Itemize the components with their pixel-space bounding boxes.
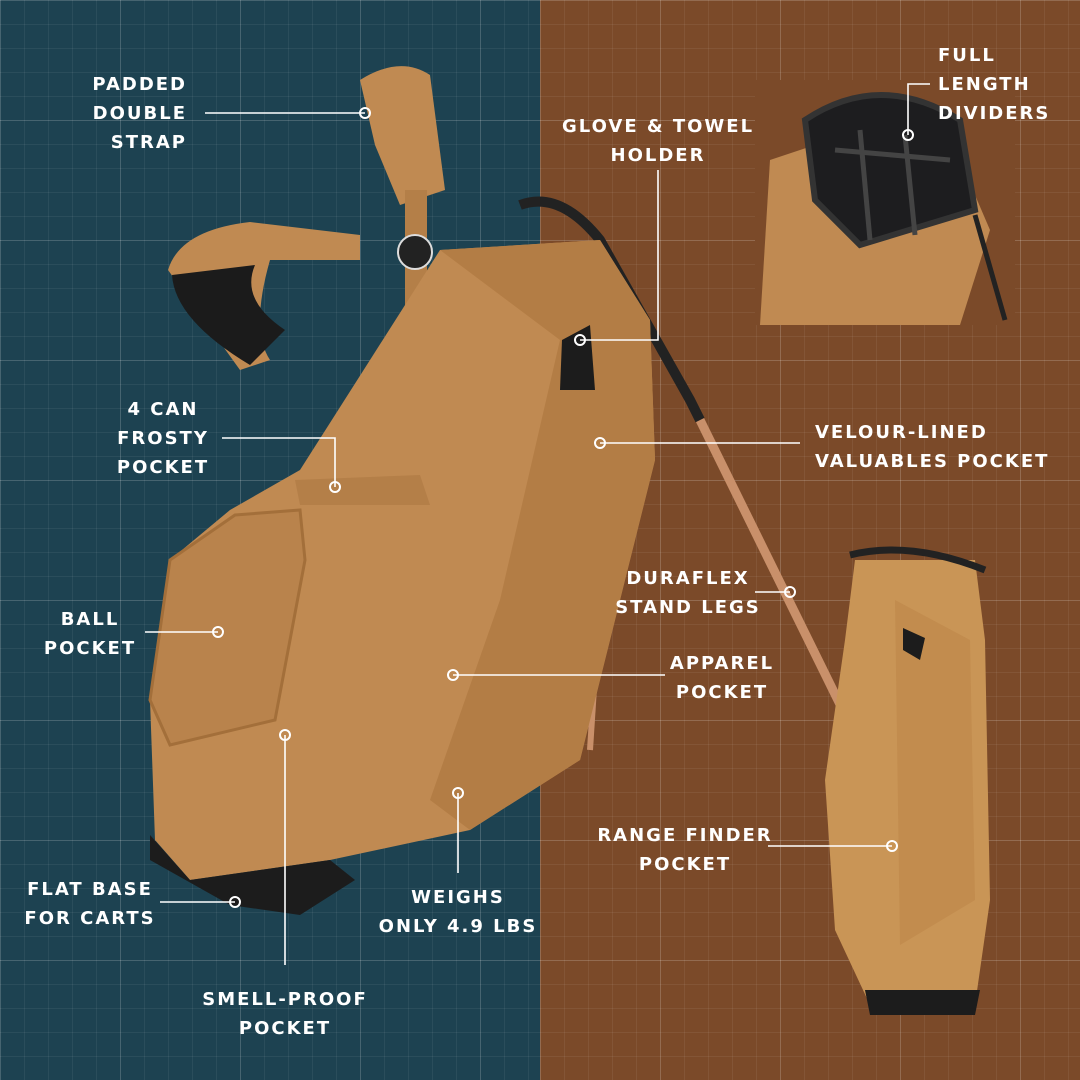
callout-apparel-pocket: APPAREL POCKET — [670, 649, 774, 707]
frosty-pocket-panel — [295, 475, 430, 505]
callout-stand-legs: DURAFLEX STAND LEGS — [615, 564, 761, 622]
callout-line: FULL — [938, 45, 996, 66]
callout-smell-proof-pocket: SMELL-PROOF POCKET — [202, 985, 368, 1043]
callout-range-finder-pocket: RANGE FINDER POCKET — [597, 821, 772, 879]
callout-line: POCKET — [638, 854, 732, 875]
callout-line: POCKET — [116, 457, 210, 478]
callout-weight: WEIGHS ONLY 4.9 LBS — [379, 883, 538, 941]
callout-line: GLOVE & TOWEL — [561, 116, 755, 137]
callout-line: LENGTH — [938, 74, 1031, 95]
callout-ball-pocket: BALL POCKET — [44, 605, 136, 663]
strap-padding — [172, 265, 285, 365]
callout-line: ONLY 4.9 LBS — [378, 916, 538, 937]
callout-valuables-pocket: VELOUR-LINED VALUABLES POCKET — [815, 418, 1049, 476]
side-view-bag-image — [825, 546, 990, 1015]
callout-padded-double-strap: PADDED DOUBLE STRAP — [92, 70, 187, 157]
callout-line: HOLDER — [610, 145, 706, 166]
callout-line: FROSTY — [117, 428, 209, 449]
callout-line: STAND LEGS — [615, 597, 761, 618]
callout-line: BALL — [60, 609, 120, 630]
strap-hub — [397, 234, 433, 270]
divider-top — [801, 92, 979, 249]
callout-line: FLAT BASE — [27, 879, 153, 900]
callout-glove-towel-holder: GLOVE & TOWEL HOLDER — [562, 112, 754, 170]
top-view-inset-image — [755, 80, 1015, 325]
callout-line: WEIGHS — [411, 887, 505, 908]
callout-line: DURAFLEX — [626, 568, 750, 589]
callout-line: VALUABLES POCKET — [815, 451, 1050, 472]
callout-line: POCKET — [675, 682, 769, 703]
callout-line: POCKET — [43, 638, 137, 659]
callout-flat-base: FLAT BASE FOR CARTS — [24, 875, 155, 933]
stand-leg — [695, 418, 865, 747]
double-strap — [360, 66, 445, 205]
callout-line: VELOUR-LINED — [815, 422, 988, 443]
callout-dots — [212, 107, 914, 908]
leader-lines — [145, 83, 930, 965]
callout-line: SMELL-PROOF — [202, 989, 368, 1010]
ball-pocket-panel — [148, 508, 307, 747]
flat-base — [150, 835, 355, 915]
callout-line: DIVIDERS — [938, 103, 1051, 124]
callout-full-length-dividers: FULL LENGTH DIVIDERS — [938, 41, 1050, 128]
main-golf-bag-image — [148, 66, 865, 915]
callout-line: POCKET — [238, 1018, 332, 1039]
callout-line: FOR CARTS — [24, 908, 156, 929]
callout-line: 4 CAN — [127, 399, 199, 420]
callout-line: RANGE FINDER — [597, 825, 773, 846]
bag-side-panel — [430, 240, 655, 830]
top-handle — [518, 196, 705, 423]
callout-frosty-pocket: 4 CAN FROSTY POCKET — [117, 395, 209, 482]
callout-line: PADDED — [92, 74, 187, 95]
callout-line: DOUBLE — [92, 103, 187, 124]
callout-line: APPAREL — [669, 653, 775, 674]
logo-patch — [560, 325, 595, 390]
callout-line: STRAP — [110, 132, 187, 153]
